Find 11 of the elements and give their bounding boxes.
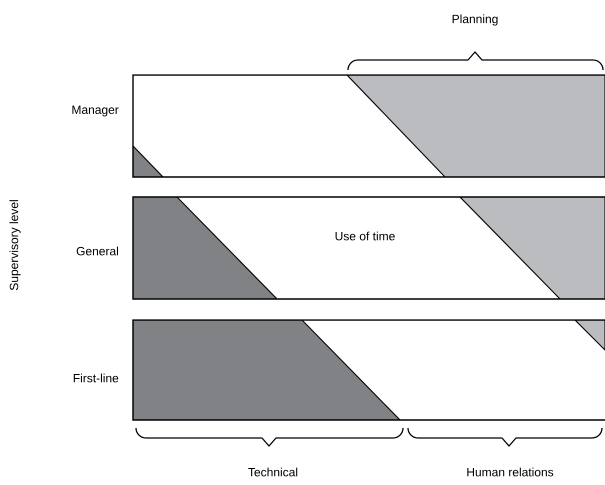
row-label: Manager (72, 106, 119, 116)
row-label: First-line (74, 374, 118, 382)
time-bar (132, 319, 605, 421)
brace-label: Technical (248, 468, 298, 476)
brace-label: Planning (452, 14, 498, 26)
axis-title: Supervisory level (9, 200, 21, 290)
brace-label: Human relations (467, 468, 554, 476)
time-bar (132, 196, 605, 300)
row-label: General (76, 246, 118, 256)
bar-label: Use of time (336, 232, 395, 240)
time-bar (132, 74, 605, 178)
